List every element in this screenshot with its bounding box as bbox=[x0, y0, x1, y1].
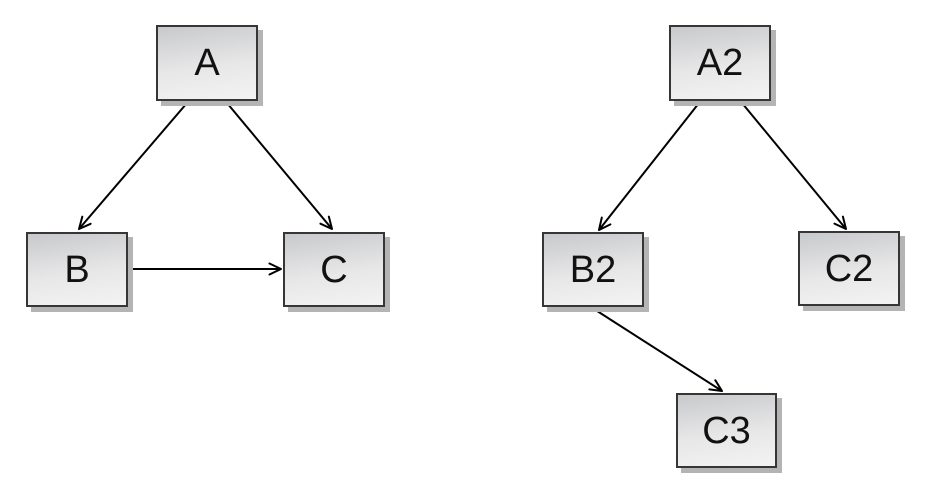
node-B[interactable]: B bbox=[26, 232, 128, 307]
node-label: C3 bbox=[702, 409, 751, 452]
node-label: A bbox=[194, 42, 220, 84]
node-C3[interactable]: C3 bbox=[676, 393, 777, 468]
node-A2[interactable]: A2 bbox=[669, 25, 771, 101]
node-B2[interactable]: B2 bbox=[542, 232, 644, 307]
node-label: C2 bbox=[824, 247, 874, 290]
edge-A2-B2[interactable] bbox=[598, 102, 700, 231]
node-C[interactable]: C bbox=[283, 232, 385, 307]
edge-B2-C3[interactable] bbox=[593, 308, 723, 392]
edge-A-B[interactable] bbox=[78, 102, 188, 230]
node-label: C bbox=[320, 248, 348, 291]
node-C2[interactable]: C2 bbox=[798, 231, 900, 306]
edge-A-C[interactable] bbox=[226, 102, 333, 230]
node-label: B bbox=[64, 248, 90, 291]
node-label: A2 bbox=[696, 42, 744, 84]
node-A[interactable]: A bbox=[156, 25, 258, 101]
node-label: B2 bbox=[569, 248, 617, 291]
edge-A2-C2[interactable] bbox=[741, 102, 847, 230]
